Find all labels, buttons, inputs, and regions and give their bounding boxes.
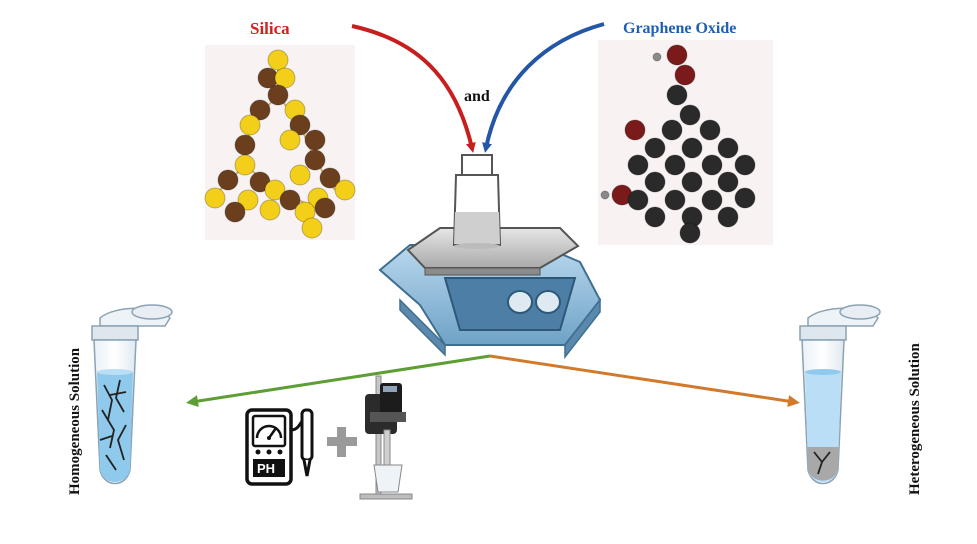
silica-atom (319, 167, 341, 189)
go-atom (661, 119, 683, 141)
go-atom (666, 44, 688, 66)
silica-atom (301, 217, 323, 239)
and-label: and (464, 88, 490, 105)
silica-atom (304, 129, 326, 151)
go-atom (717, 171, 739, 193)
heterogeneous-tube-icon (799, 304, 881, 485)
homogeneous-liquid (97, 372, 133, 482)
silica-atom (217, 169, 239, 191)
silica-atom (267, 49, 289, 71)
go-atom (734, 154, 756, 176)
go-atom (699, 119, 721, 141)
go-atom (666, 84, 688, 106)
graphene-oxide-label: Graphene Oxide (623, 20, 736, 37)
go-atom (701, 189, 723, 211)
go-atom (717, 137, 739, 159)
ph-text: PH (257, 461, 275, 476)
silica-atom (264, 179, 286, 201)
sediment (807, 447, 839, 481)
silica-atom (224, 201, 246, 223)
go-atom (681, 137, 703, 159)
silica-atom (279, 129, 301, 151)
go-atom (681, 171, 703, 193)
silica-atom (249, 99, 271, 121)
go-hydrogen (600, 190, 610, 200)
homogeneous-arrow (186, 354, 491, 408)
silica-atom (279, 189, 301, 211)
go-atom (734, 187, 756, 209)
graphene-oxide-structure-icon (600, 44, 756, 244)
silica-atom (289, 164, 311, 186)
go-atom (644, 206, 666, 228)
stirrer-icon (378, 227, 602, 360)
silica-label: Silica (250, 19, 290, 38)
go-atom (624, 119, 646, 141)
go-atom (679, 104, 701, 126)
go-atom (627, 154, 649, 176)
bottle-icon (452, 154, 502, 249)
go-atom (644, 171, 666, 193)
silica-atom (239, 114, 261, 136)
silica-atom (304, 149, 326, 171)
homogeneous-solution-label: Homogeneous Solution (67, 347, 83, 495)
heterogeneous-solution-label: Heterogeneous Solution (907, 343, 923, 495)
silica-atom (267, 84, 289, 106)
homogeneous-tube-icon (91, 304, 173, 485)
graphene-oxide-arrow (482, 22, 605, 153)
go-hydrogen (652, 52, 662, 62)
go-atom (717, 206, 739, 228)
go-atom (627, 189, 649, 211)
go-atom (664, 154, 686, 176)
silica-atom (289, 114, 311, 136)
silica-atom (234, 154, 256, 176)
go-atom (679, 222, 701, 244)
silica-structure-icon (204, 49, 356, 239)
silica-arrow (351, 24, 476, 153)
go-atom (664, 189, 686, 211)
sonicator-icon (359, 375, 413, 500)
silica-atom (314, 197, 336, 219)
plus-icon (327, 427, 357, 457)
silica-atom (259, 199, 281, 221)
ph-meter-icon: PH (245, 408, 314, 486)
silica-atom (204, 187, 226, 209)
go-atom (644, 137, 666, 159)
heterogeneous-arrow (489, 354, 800, 408)
go-atom (701, 154, 723, 176)
silica-atom (234, 134, 256, 156)
go-atom (674, 64, 696, 86)
silica-atom (237, 189, 259, 211)
silica-atom (334, 179, 356, 201)
